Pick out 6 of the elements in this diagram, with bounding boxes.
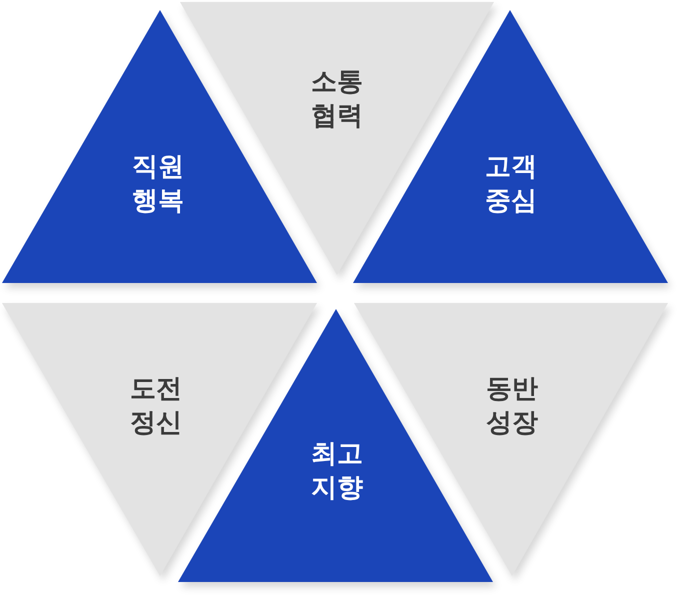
triangle-label: 소통 협력	[311, 66, 363, 133]
triangle-label: 직원 행복	[132, 151, 184, 218]
triangle-label: 도전 정신	[130, 373, 182, 440]
triangle-label: 동반 성장	[486, 373, 538, 440]
triangle-label: 고객 중심	[485, 151, 537, 218]
triangle-label: 최고 지향	[311, 438, 363, 505]
